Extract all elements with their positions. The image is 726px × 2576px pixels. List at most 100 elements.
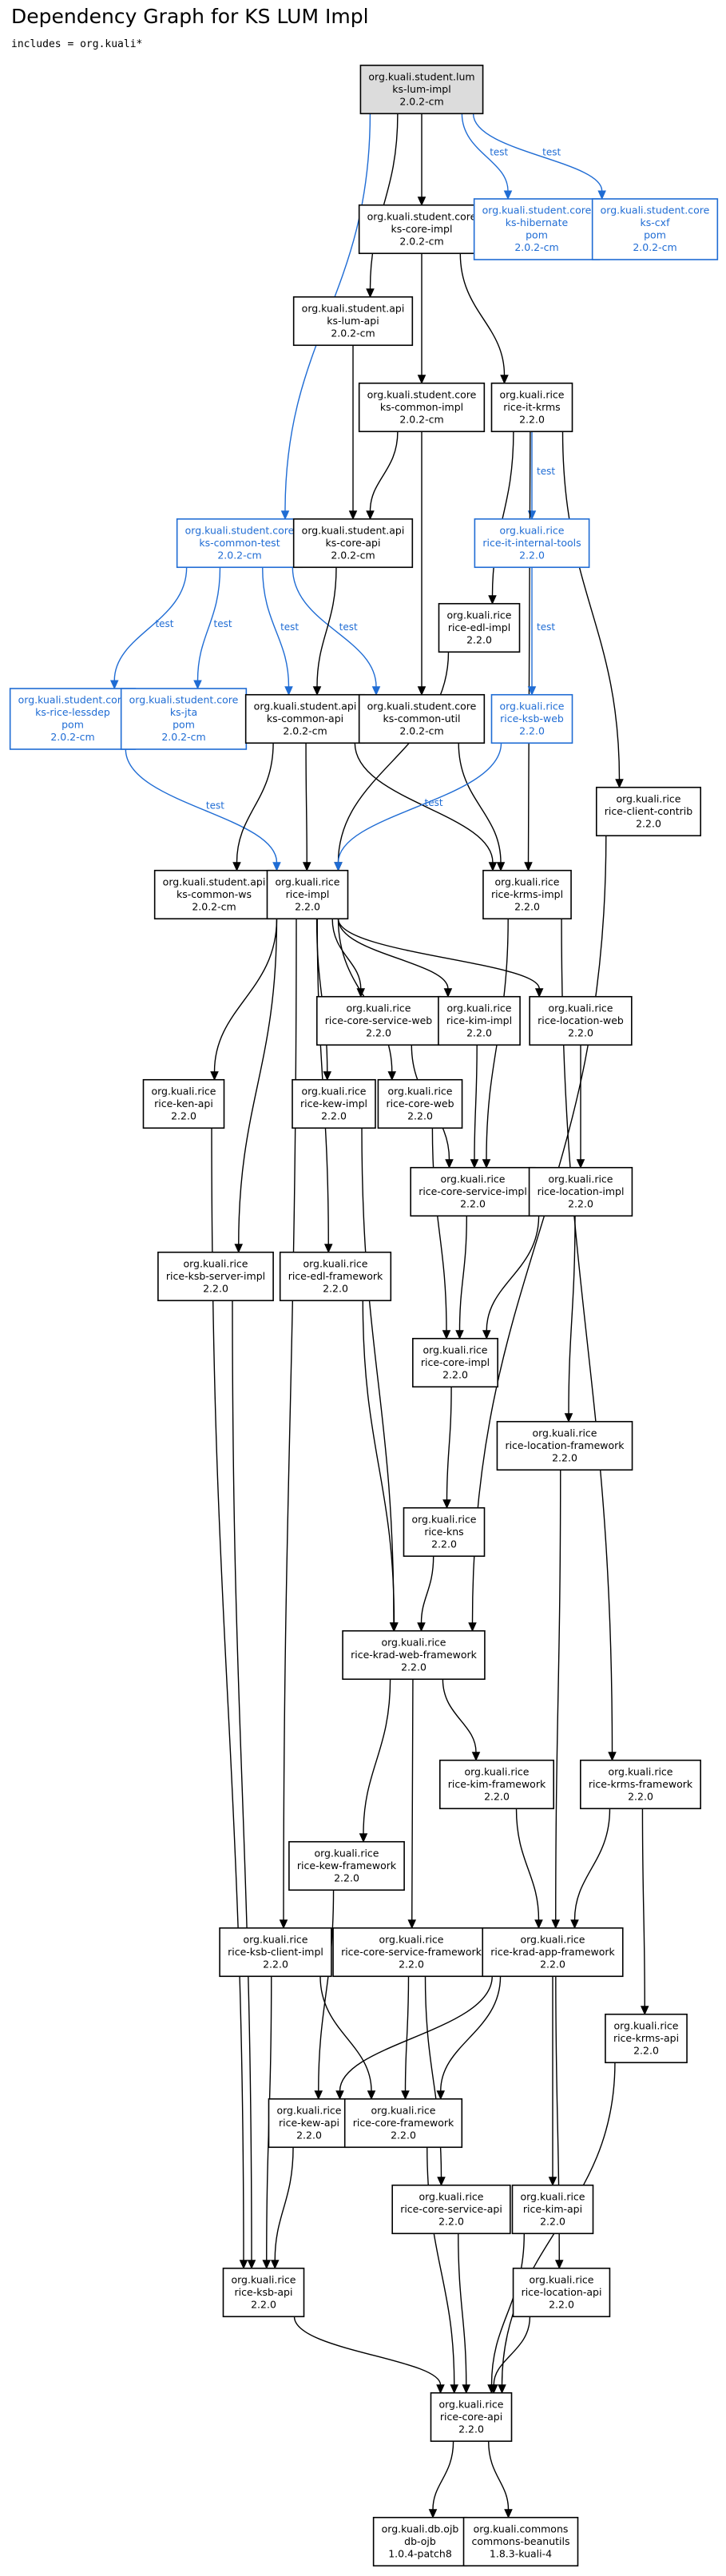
node-box <box>490 693 573 744</box>
node-label-line: 2.2.0 <box>466 1026 492 1038</box>
node-label-line: org.kuali.rice <box>520 1933 585 1945</box>
node-label-line: org.kuali.rice <box>183 1257 248 1269</box>
edge-line <box>362 1300 395 1623</box>
node-label-line: org.kuali.rice <box>446 1002 511 1014</box>
node-label-line: 2.2.0 <box>263 1958 288 1970</box>
node-label-line: org.kuali.student.api <box>302 524 405 536</box>
edge-arrowhead <box>280 510 290 520</box>
edge-arrowhead <box>302 862 311 871</box>
edge-arrowhead <box>314 2090 323 2100</box>
node-label-line: pom <box>644 229 666 241</box>
edge-arrowhead <box>436 2384 445 2394</box>
node-label-line: org.kuali.student.core <box>185 524 295 536</box>
node-label-line: 2.2.0 <box>251 2298 276 2310</box>
node-label-line: rice-core-impl <box>421 1356 490 1368</box>
edge-arrowhead <box>437 2177 446 2186</box>
edge-line <box>319 1976 372 2091</box>
node-label-line: rice-ksb-server-impl <box>166 1270 265 1282</box>
edge-ks-common-api-to-ks-common-ws <box>232 743 274 871</box>
edge-arrowhead <box>489 2384 498 2394</box>
node-label-line: org.kuali.rice <box>438 2398 503 2410</box>
edge-line <box>339 1976 493 2091</box>
edge-root-to-ks-cxf: test <box>472 113 606 200</box>
node-label-line: rice-location-web <box>538 1014 624 1026</box>
includes-filter: includes = org.kuali* <box>11 38 143 50</box>
node-label-line: ks-lum-api <box>327 315 379 327</box>
edge-line <box>461 113 509 192</box>
node-label-line: 2.2.0 <box>442 1368 468 1380</box>
edge-line <box>474 1045 478 1160</box>
edge-rice-ksb-web-to-rice-impl: test <box>334 743 502 871</box>
node-label-line: rice-client-contrib <box>605 805 692 817</box>
edge-rice-kim-impl-to-rice-core-service-impl <box>470 1045 479 1169</box>
node-label-line: ks-hibernate <box>506 216 569 228</box>
edge-rice-krad-web-framework-to-rice-kim-framework <box>442 1679 481 1761</box>
edge-ks-core-impl-to-rice-it-krms <box>459 253 509 384</box>
node-label-line: rice-edl-framework <box>288 1270 383 1282</box>
node-label-line: rice-krad-web-framework <box>351 1649 478 1661</box>
node-box <box>358 693 486 744</box>
edge-label: test <box>425 797 443 808</box>
edge-arrowhead <box>548 2177 557 2186</box>
node-label-line: ks-common-test <box>199 537 280 549</box>
node-ks-core-impl: org.kuali.student.coreks-core-impl2.0.2-… <box>358 204 486 255</box>
edge-arrowhead <box>436 2090 446 2100</box>
edge-rice-location-web-to-rice-location-impl <box>576 1045 585 1169</box>
edge-arrowhead <box>597 190 606 200</box>
edge-rice-krms-framework-to-rice-krms-api <box>640 1808 649 2015</box>
node-label-line: rice-krms-impl <box>491 888 563 900</box>
edge-line <box>232 1300 252 2260</box>
edge-line <box>431 1128 447 1331</box>
node-label-line: 2.2.0 <box>171 1109 196 1121</box>
node-label-line: db-ojb <box>404 2535 436 2547</box>
node-label-line: org.kuali.rice <box>419 2190 483 2202</box>
edge-arrowhead <box>640 2006 649 2015</box>
edge-line <box>196 567 221 681</box>
edge-rice-impl-to-rice-ken-api <box>210 919 278 1081</box>
node-label-line: org.kuali.student.core <box>601 204 710 216</box>
node-label-line: rice-core-service-api <box>400 2203 502 2215</box>
node-label-line: 2.2.0 <box>519 413 545 425</box>
node-label-line: 2.0.2-cm <box>331 327 375 339</box>
edge-rice-krad-web-framework-to-rice-core-service-framework <box>407 1679 417 1929</box>
edge-rice-impl-to-rice-ksb-server-impl <box>234 919 278 1253</box>
edge-arrowhead <box>500 375 509 384</box>
node-box <box>496 1420 633 1471</box>
edge-label: test <box>155 618 173 629</box>
edge-arrowhead <box>348 510 358 520</box>
node-label-line: rice-kim-impl <box>446 1014 512 1026</box>
node-box <box>288 1840 405 1891</box>
node-label-line: org.kuali.db.ojb <box>382 2522 459 2534</box>
edge-arrowhead <box>210 1071 219 1081</box>
node-label-line: org.kuali.rice <box>151 1085 216 1097</box>
node-label-line: 2.2.0 <box>519 549 545 561</box>
node-box <box>359 64 484 115</box>
edge-line <box>316 567 337 687</box>
edge-arrowhead <box>442 1499 451 1509</box>
node-label-line: 2.0.2-cm <box>514 241 558 253</box>
edge-ks-lum-api-to-ks-core-api <box>348 345 358 520</box>
node-label-line: org.kuali.rice <box>379 1933 443 1945</box>
edge-arrowhead <box>468 1622 477 1632</box>
edge-arrowhead <box>366 510 375 520</box>
edge-arrowhead <box>334 862 343 871</box>
edge-line <box>573 1808 611 1920</box>
node-label-line: 2.2.0 <box>323 1282 348 1294</box>
node-box <box>438 1759 555 1810</box>
edge-arrowhead <box>534 988 544 998</box>
edge-arrowhead <box>284 686 293 696</box>
edge-arrowhead <box>551 1919 561 1929</box>
edge-line <box>420 1556 434 1623</box>
edge-root-to-ks-core-impl <box>417 113 426 206</box>
